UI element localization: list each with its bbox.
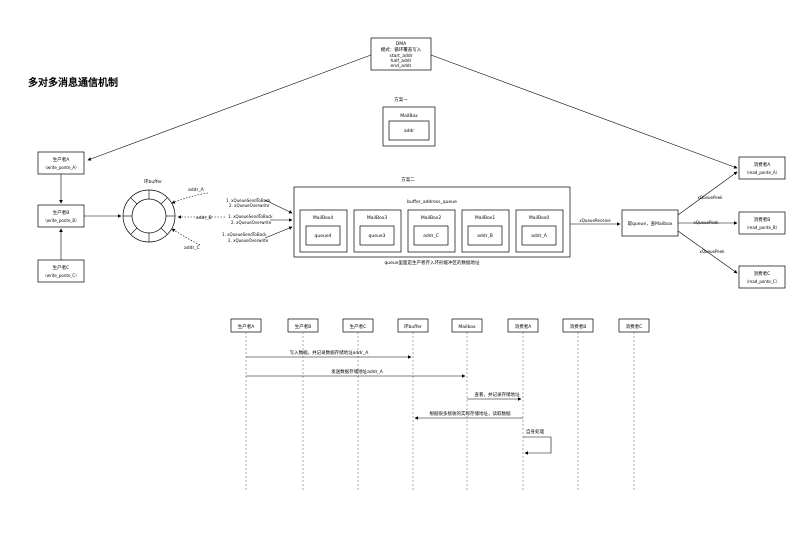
send-op-top-1: 1. xQueueSendToBack [226, 198, 271, 203]
mailbox-1: MailBox1 addr_B [461, 209, 510, 253]
seq-participant-0: 生产者A [230, 318, 262, 333]
svg-text:生产者B: 生产者B [295, 323, 312, 330]
svg-text:生产者A: 生产者A [238, 323, 255, 330]
ring-label: 环buffer [144, 179, 162, 185]
dma-line: end_addr [390, 63, 411, 69]
dma-line: start_addr [389, 53, 412, 59]
scheme2-note: queue里面是生产者存入环形缓冲区的数据地址 [384, 259, 480, 266]
svg-text:addr_B: addr_B [477, 233, 493, 239]
addr-c-arrow [171, 228, 201, 246]
dma-box [370, 37, 432, 71]
svg-text:（read_ponte_C）: （read_ponte_C） [744, 279, 779, 284]
svg-text:消费者A: 消费者A [754, 161, 771, 168]
seq-self-arrow [523, 436, 552, 455]
svg-text:queue3: queue3 [369, 233, 386, 239]
svg-text:消费者B: 消费者B [754, 216, 771, 223]
consumer-c: 消费者C （read_ponte_C） [738, 265, 786, 289]
svg-text:生产者A: 生产者A [53, 156, 70, 163]
mailbox-4: MailBox4 queue4 [299, 209, 348, 253]
svg-text:addr_A: addr_A [531, 233, 548, 239]
peek-arrow-a [677, 171, 738, 216]
seq-message-label: 根据很多接收的实际存储地址，读取数据 [430, 410, 511, 417]
svg-text:消费者B: 消费者B [570, 323, 587, 330]
peek-arrow-c [677, 230, 738, 274]
svg-text:（read_ponte_A）: （read_ponte_A） [744, 170, 779, 175]
addr-a-label: addr_A [188, 187, 205, 193]
seq-message-label: 发送数据存储地址addr_A [331, 368, 384, 375]
seq-message-label: 查看，并记录存储地址 [475, 391, 520, 398]
svg-text:（write_ponte_A）: （write_ponte_A） [43, 165, 79, 170]
seq-participant-4: Mailbox [451, 318, 483, 333]
svg-text:MailBox3: MailBox3 [367, 215, 388, 221]
svg-text:（write_ponte_C）: （write_ponte_C） [43, 273, 79, 278]
dma-line: DMA [396, 41, 407, 47]
send-arrow-bot [264, 226, 293, 239]
svg-text:消费者A: 消费者A [515, 323, 532, 330]
consumer-b: 消费者B （read_ponte_B） [738, 211, 786, 235]
seq-participant-6: 消费者B [562, 318, 594, 333]
diagram-title: 多对多消息通信机制 [28, 76, 118, 89]
scheme1-mailbox-label: MailBox [400, 113, 418, 119]
scheme1-addr: addr [404, 128, 414, 134]
queue-name: buffer_address_queue [407, 199, 457, 205]
scheme1-title: 方案一 [394, 96, 408, 103]
scheme1-addr-box [388, 120, 430, 141]
svg-text:MailBox0: MailBox0 [529, 215, 550, 221]
mailbox-3: MailBox3 queue3 [353, 209, 402, 253]
seq-participant-3: 环buffer [397, 318, 429, 333]
svg-text:环buffer: 环buffer [404, 324, 422, 330]
seq-participant-5: 消费者A [507, 318, 539, 333]
dma-to-consumer-a [430, 54, 738, 169]
send-op-mid-1: 1. xQueueSendToBack [228, 214, 273, 219]
seq-participant-1: 生产者B [287, 318, 319, 333]
mailbox-0: MailBox0 addr_A [515, 209, 564, 253]
send-op-top-2: 2. xQueueOverwrite [229, 203, 270, 208]
svg-text:MailBox1: MailBox1 [475, 215, 496, 221]
send-op-bot-1: 1. xQueueSendToBack [222, 232, 267, 237]
svg-text:addr_C: addr_C [423, 233, 439, 239]
queue-mailbox-label: 取queue，查Mailbox [628, 220, 673, 227]
dma-line: half_addr [390, 58, 411, 64]
addr-c-label: addr_C [184, 245, 200, 251]
seq-participant-7: 消费者C [618, 318, 650, 333]
svg-text:MailBox4: MailBox4 [313, 215, 334, 221]
svg-text:（write_ponte_B）: （write_ponte_B） [43, 218, 79, 223]
svg-text:生产者C: 生产者C [350, 323, 367, 330]
receive-label: xQueueReceive [579, 218, 611, 223]
producer-a: 生产者A （write_ponte_A） [37, 151, 85, 175]
svg-text:（read_ponte_B）: （read_ponte_B） [744, 225, 779, 230]
seq-participant-2: 生产者C [342, 318, 374, 333]
seq-message-label: 写入数据，并记录数据存储地址addr_A [290, 349, 370, 356]
ring-buffer [122, 189, 176, 243]
seq-self-label: 自身处理 [526, 428, 544, 435]
mailbox-2: MailBox2 addr_C [407, 209, 456, 253]
svg-text:queue4: queue4 [315, 233, 332, 239]
consumer-a: 消费者A （read_ponte_A） [738, 156, 786, 180]
svg-text:消费者C: 消费者C [754, 270, 771, 277]
scheme2-title: 方案二 [401, 176, 415, 183]
addr-a-arrow [171, 192, 209, 204]
peek-label-b: xQueuePeek [693, 220, 719, 225]
producer-c: 生产者C （write_ponte_C） [37, 259, 85, 283]
addr-b-label: addr_B [196, 215, 212, 221]
send-op-mid-2: 2. xQueueOverwrite [231, 220, 272, 225]
peek-label-c: xQueuePeek [699, 249, 725, 254]
send-arrow-top [264, 199, 293, 214]
svg-text:生产者B: 生产者B [53, 209, 70, 216]
producer-b: 生产者B （write_ponte_B） [37, 204, 85, 228]
svg-text:Mailbox: Mailbox [458, 324, 476, 330]
send-op-bot-2: 2. xQueueOverwrite [228, 238, 269, 243]
peek-label-a: xQueuePeek [697, 195, 723, 200]
dma-line: 模式：循环覆盖写入 [381, 46, 422, 53]
dma-to-producer-a [87, 54, 372, 161]
svg-text:消费者C: 消费者C [626, 323, 643, 330]
svg-text:生产者C: 生产者C [53, 264, 70, 271]
svg-text:MailBox2: MailBox2 [421, 215, 442, 221]
